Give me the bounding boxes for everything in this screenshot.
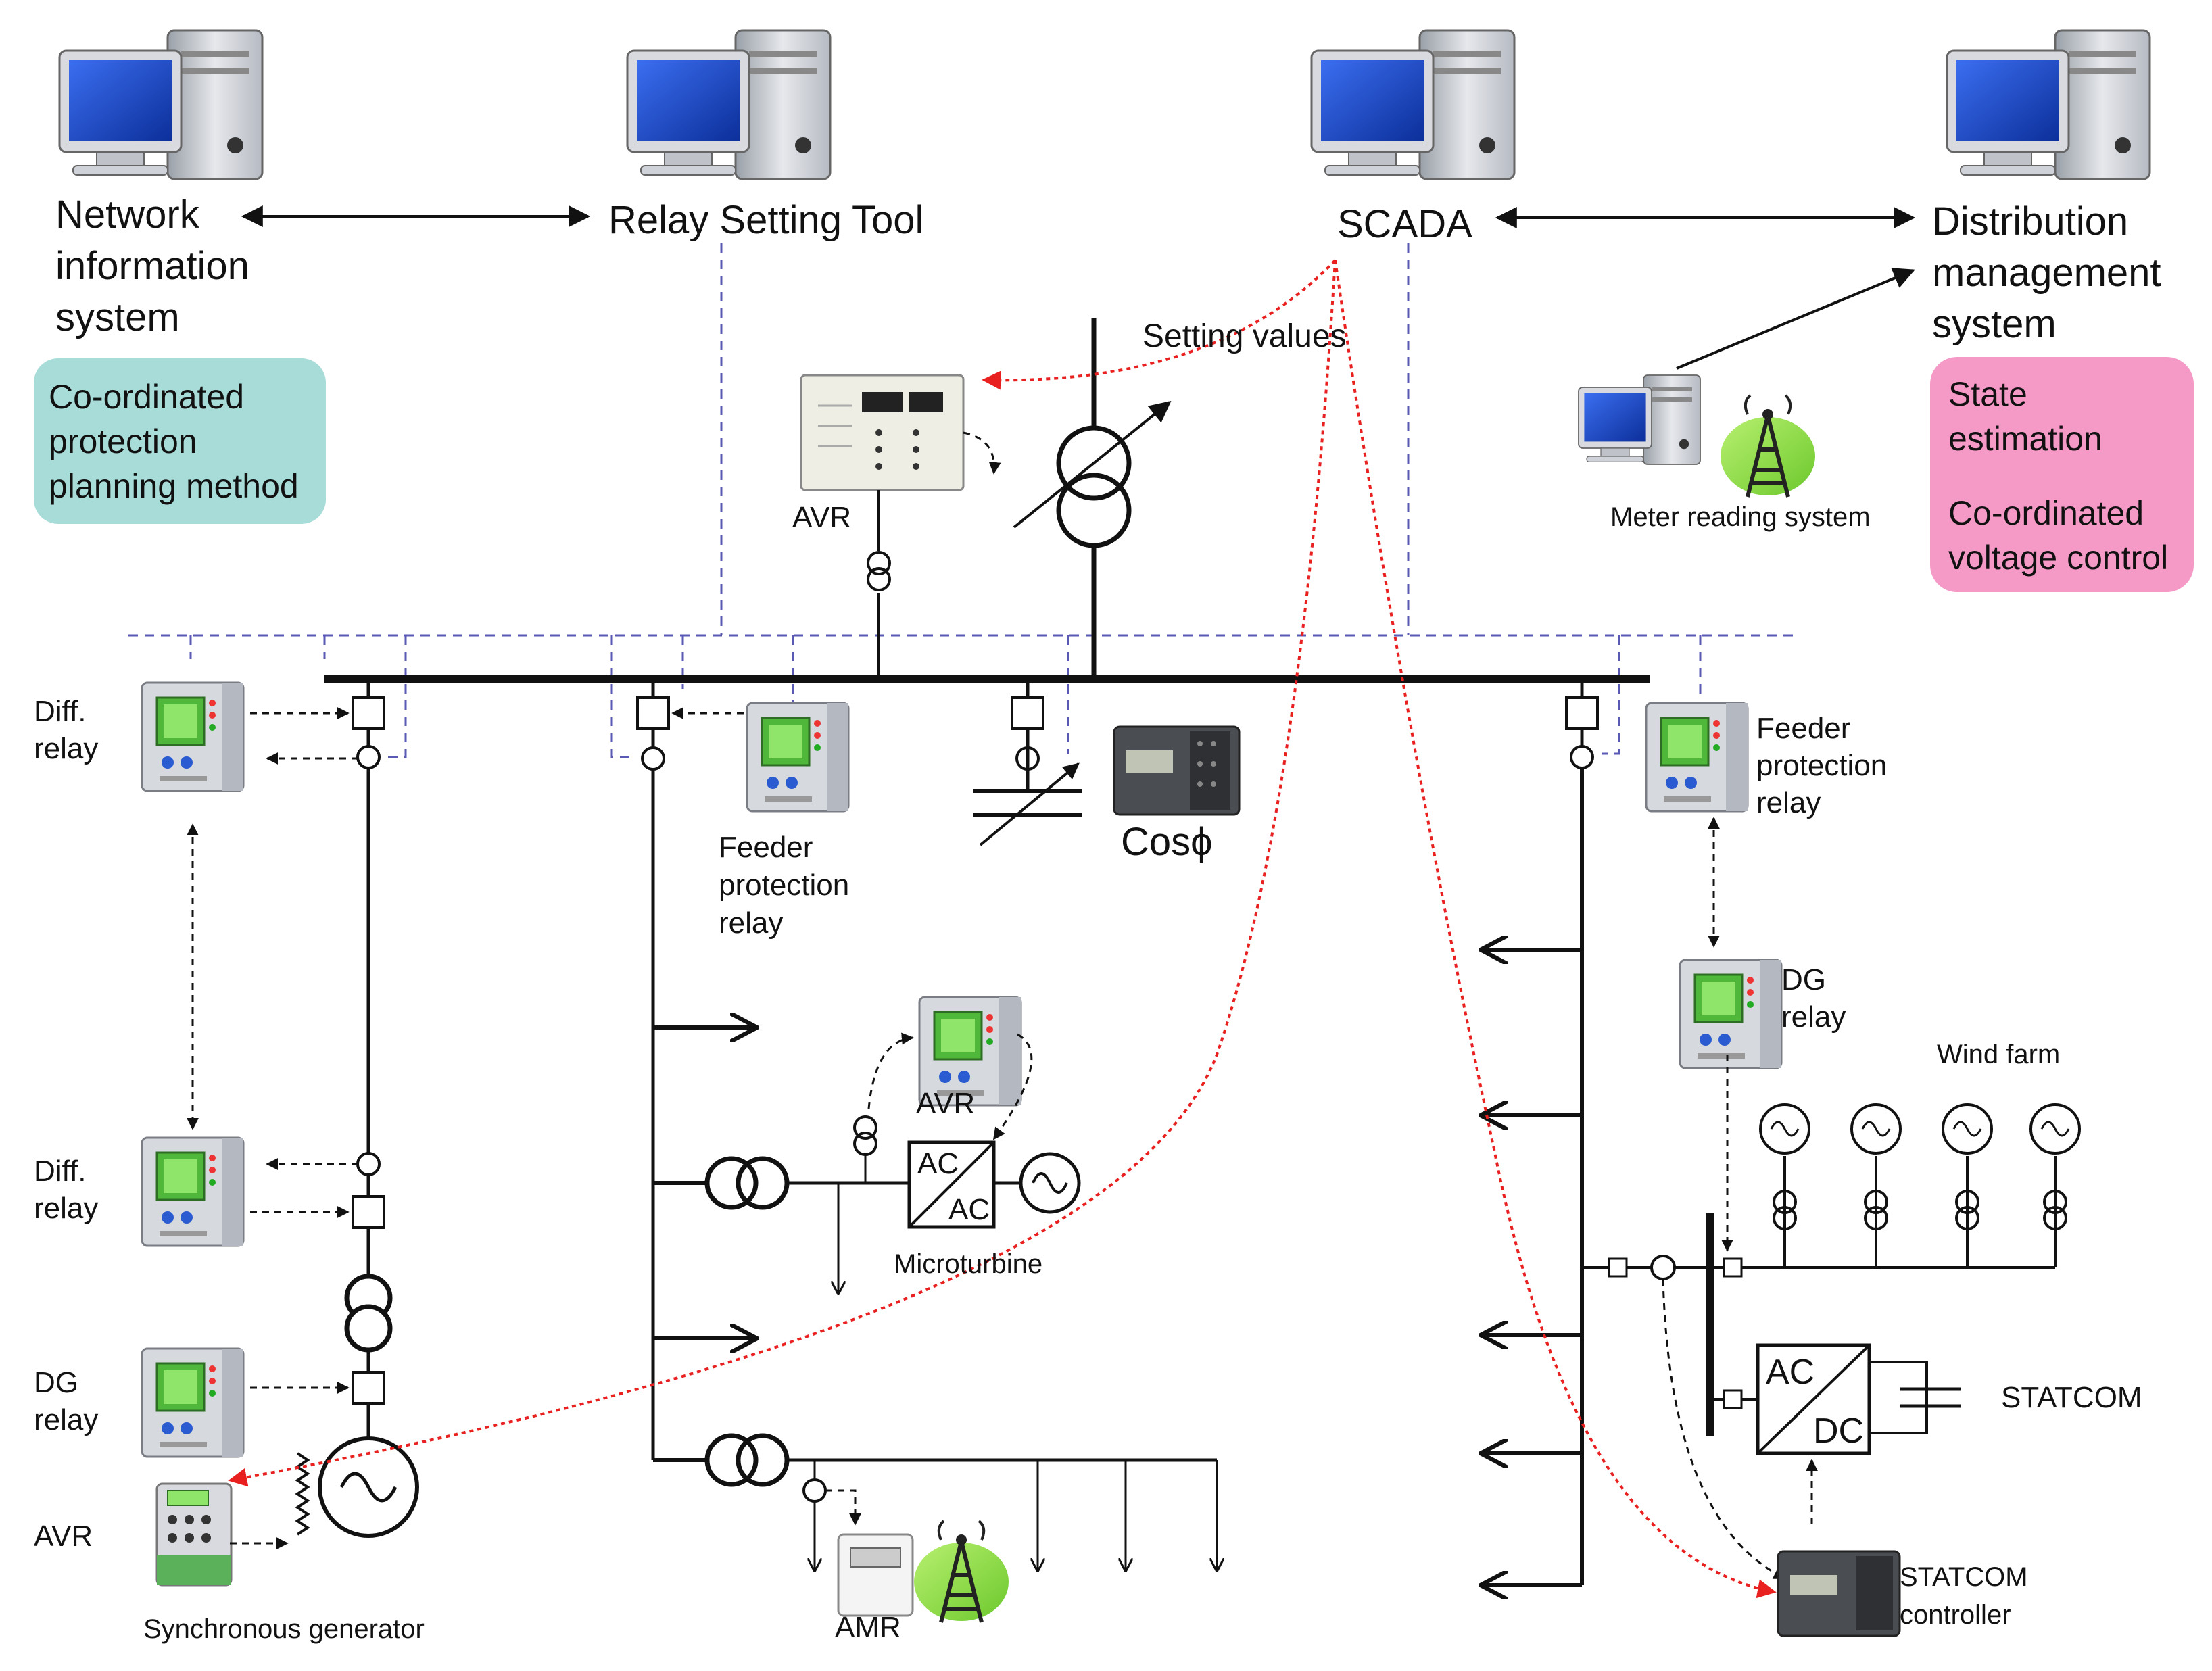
- protection-box-line2: protection: [49, 422, 197, 460]
- microturbine-label: Microturbine: [894, 1249, 1043, 1279]
- relay-icon: [141, 1136, 245, 1247]
- protection-box-line1: Co-ordinated: [49, 378, 245, 416]
- feeder-relay-mid-line3: relay: [719, 906, 784, 940]
- converter-ac-out: AC: [948, 1193, 990, 1226]
- wind-farm-label: Wind farm: [1937, 1040, 2061, 1069]
- state-estimation-line1: State: [1948, 375, 2027, 413]
- computer-icon: [1578, 374, 1701, 465]
- setting-values-label: Setting values: [1143, 318, 1347, 354]
- feeder-relay-right-line3: relay: [1756, 786, 1821, 819]
- generator-icon: [318, 1436, 419, 1538]
- avr-top-label: AVR: [792, 501, 852, 534]
- statcom-controller-line1: STATCOM: [1900, 1562, 2028, 1592]
- dms-label-line2: management: [1932, 251, 2161, 295]
- relay-icon: [1679, 959, 1783, 1069]
- computer-icon: [58, 29, 264, 180]
- amr-label: AMR: [835, 1611, 901, 1644]
- converter-ac-in: AC: [917, 1147, 959, 1180]
- scada-label: SCADA: [1337, 202, 1472, 246]
- voltage-control-line2: voltage control: [1948, 539, 2169, 577]
- protection-box-line3: planning method: [49, 467, 299, 505]
- voltage-control-line1: Co-ordinated: [1948, 494, 2144, 532]
- diff-relay-top-line1: Diff.: [34, 695, 87, 728]
- relay-icon: [141, 681, 245, 792]
- avr-generator-relay: [155, 1482, 233, 1587]
- cosphi-controller: [1113, 725, 1241, 816]
- dg-relay-right-line2: relay: [1781, 1000, 1846, 1034]
- nis-label-line1: Network: [55, 193, 199, 237]
- feeder-relay-right-line1: Feeder: [1756, 712, 1851, 745]
- diff-relay-bottom-line1: Diff.: [34, 1155, 87, 1188]
- generator-icon: [1019, 1152, 1081, 1214]
- dg-relay-right-line1: DG: [1781, 963, 1826, 996]
- relay-tool-label: Relay Setting Tool: [608, 198, 924, 242]
- statcom-label: STATCOM: [2001, 1381, 2142, 1414]
- feeder-relay-right-line2: protection: [1756, 749, 1888, 782]
- radio-tower-icon: [1721, 395, 1815, 497]
- cosphi-label: Cosϕ: [1121, 820, 1213, 864]
- state-estimation-line2: estimation: [1948, 420, 2102, 458]
- dms-label-line1: Distribution: [1932, 199, 2129, 243]
- converter-icon: [907, 1140, 996, 1229]
- nis-label-line2: information: [55, 244, 249, 288]
- avr-relay-top: [800, 374, 965, 491]
- protection-planning-box: [34, 358, 326, 524]
- converter-icon: [1756, 1343, 1871, 1455]
- dms-label-line3: system: [1932, 302, 2057, 346]
- statcom-controller-device: [1777, 1550, 1901, 1637]
- avr-micro-label: AVR: [916, 1087, 976, 1120]
- relay-icon: [1645, 702, 1749, 813]
- relay-icon: [746, 702, 850, 813]
- diff-relay-bottom-line2: relay: [34, 1192, 99, 1225]
- meter-reading-label: Meter reading system: [1610, 502, 1871, 532]
- computer-icon: [1310, 29, 1516, 180]
- statcom-ac-label: AC: [1766, 1353, 1815, 1392]
- feeder-relay-mid-line1: Feeder: [719, 831, 813, 864]
- computer-icon: [626, 29, 832, 180]
- dg-relay-left-line1: DG: [34, 1366, 78, 1399]
- wind-turbines: [1759, 1103, 2081, 1267]
- synchronous-generator-label: Synchronous generator: [143, 1614, 425, 1644]
- statcom-dc-label: DC: [1813, 1411, 1865, 1451]
- amr-meter: [837, 1533, 914, 1617]
- statcom-controller-line2: controller: [1900, 1600, 2011, 1630]
- computer-icon: [1946, 29, 2151, 180]
- nis-label-line3: system: [55, 295, 180, 339]
- dg-relay-left-line2: relay: [34, 1403, 99, 1436]
- radio-tower-icon: [914, 1521, 1009, 1622]
- feeder-relay-mid-line2: protection: [719, 869, 850, 902]
- avr-generator-label: AVR: [34, 1520, 93, 1553]
- diff-relay-top-line2: relay: [34, 732, 99, 765]
- dms-functions-box: [1930, 357, 2194, 592]
- relay-icon: [141, 1347, 245, 1458]
